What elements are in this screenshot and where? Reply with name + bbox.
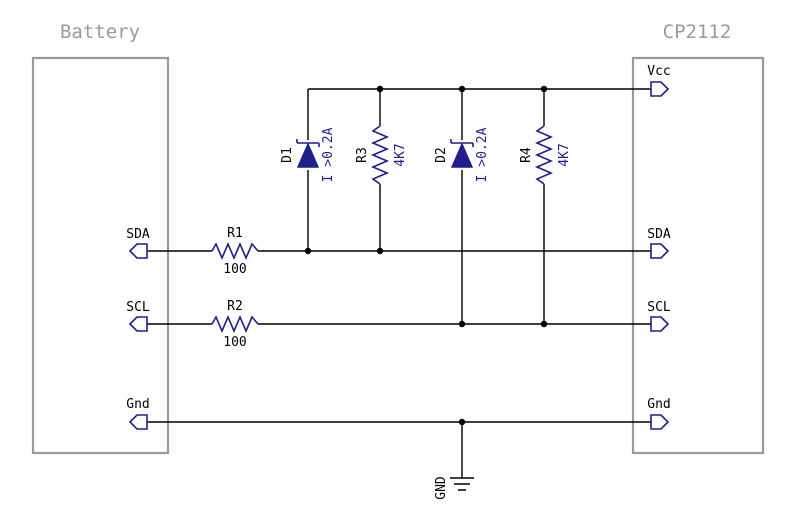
junction-d2-scl — [458, 320, 466, 328]
battery-port-gnd: Gnd — [126, 397, 150, 430]
junction-gnd — [458, 418, 466, 426]
resistor-r4: R4 4K7 — [519, 125, 572, 185]
r2-ref: R2 — [227, 299, 243, 314]
junction-r3-sda — [376, 247, 384, 255]
ground-icon — [450, 477, 474, 491]
cp2112-port-gnd: Gnd — [647, 397, 671, 430]
battery-gnd-label: Gnd — [126, 397, 149, 412]
junction-d2-vcc — [458, 85, 466, 93]
diode-d1: D1 I >0.2A — [280, 127, 336, 182]
cp2112-sda-label: SDA — [647, 227, 671, 242]
r1-ref: R1 — [227, 226, 243, 241]
r3-ref: R3 — [355, 147, 370, 163]
resistor-r3: R3 4K7 — [355, 125, 408, 185]
cp2112-block — [631, 56, 765, 455]
r4-ref: R4 — [519, 147, 534, 163]
cp2112-gnd-label: Gnd — [647, 397, 670, 412]
d2-value: I >0.2A — [475, 127, 490, 182]
d1-value: I >0.2A — [321, 127, 336, 182]
battery-port-scl: SCL — [126, 300, 150, 332]
battery-title: Battery — [60, 21, 140, 43]
junction-r4-scl — [540, 320, 548, 328]
r1-value: 100 — [223, 262, 246, 277]
junction-d1-sda — [304, 247, 312, 255]
battery-block — [31, 56, 170, 455]
battery-sda-label: SDA — [126, 227, 150, 242]
junction-r3-vcc — [376, 85, 384, 93]
cp2112-scl-label: SCL — [647, 300, 671, 315]
cp2112-vcc-label: Vcc — [647, 64, 670, 79]
d2-ref: D2 — [434, 147, 449, 163]
resistor-r1: R1 100 — [211, 226, 259, 277]
cp2112-title: CP2112 — [663, 21, 732, 43]
r4-value: 4K7 — [557, 143, 572, 166]
junction-r4-vcc — [540, 85, 548, 93]
diode-d2: D2 I >0.2A — [434, 127, 490, 182]
wires — [147, 88, 651, 478]
ground-label: GND — [434, 476, 449, 500]
cp2112-port-sda: SDA — [647, 227, 671, 259]
ground-symbol: GND — [434, 476, 474, 500]
battery-scl-label: SCL — [126, 300, 150, 315]
r2-value: 100 — [223, 335, 246, 350]
d1-ref: D1 — [280, 147, 295, 163]
battery-port-sda: SDA — [126, 227, 150, 259]
resistor-r2: R2 100 — [211, 299, 259, 350]
r3-value: 4K7 — [393, 143, 408, 166]
cp2112-port-vcc: Vcc — [647, 64, 671, 97]
cp2112-port-scl: SCL — [647, 300, 671, 332]
